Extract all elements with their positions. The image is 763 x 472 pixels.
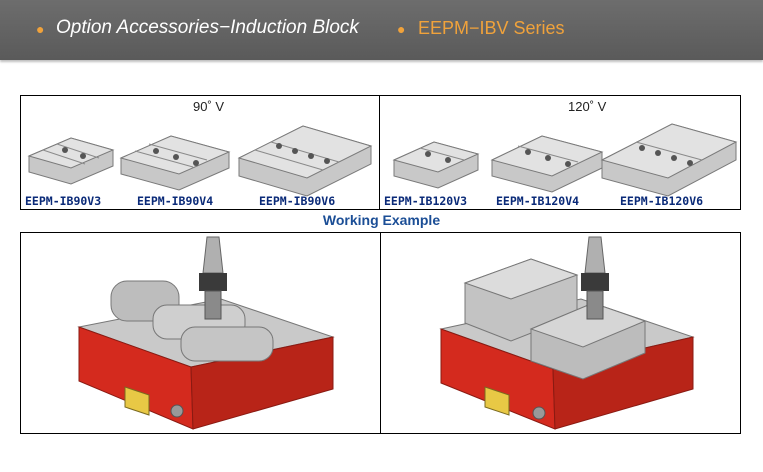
- model-label: EEPM-IB90V3: [25, 194, 102, 208]
- block-120v6-image: [600, 123, 738, 197]
- block-90v3-image: [27, 137, 115, 185]
- model-label: EEPM-IB120V6: [620, 194, 704, 208]
- working-example-left-box: [20, 232, 381, 434]
- block-120v3-image: [392, 141, 480, 189]
- block-90v6-image: [237, 125, 373, 197]
- model-label: EEPM-IB90V6: [259, 194, 336, 208]
- page-title: Option Accessories−Induction Block: [56, 17, 359, 38]
- working-example-title: Working Example: [322, 212, 441, 228]
- header-bar: ● Option Accessories−Induction Block ● E…: [0, 0, 763, 60]
- magnetic-chuck-with-120v-blocks-illustration: [439, 236, 695, 430]
- angle-label-120: 120˚ V: [568, 99, 607, 114]
- block-90v4-image: [119, 135, 231, 191]
- induction-block-90v-illustrations: [27, 125, 373, 197]
- bullet-icon: ●: [36, 21, 45, 37]
- series-title: EEPM−IBV Series: [418, 18, 565, 38]
- catalog-90v-box: 90˚ V EEPM-IB90V3 EEPM-IB90V4 EEPM-IB90V…: [20, 95, 380, 210]
- induction-block-120v-illustrations: [392, 123, 738, 197]
- working-example-right-box: [380, 232, 741, 434]
- catalog-120v-box: 120˚ V EEPM-IB120V3 EEPM-IB120V4 EEPM-IB…: [379, 95, 741, 210]
- model-label: EEPM-IB120V4: [496, 194, 580, 208]
- bullet-icon: ●: [397, 21, 406, 37]
- block-120v4-image: [490, 135, 604, 193]
- model-label: EEPM-IB120V3: [384, 194, 468, 208]
- model-label: EEPM-IB90V4: [137, 194, 214, 208]
- magnetic-chuck-with-90v-blocks-illustration: [77, 236, 335, 430]
- angle-label-90: 90˚ V: [193, 99, 225, 114]
